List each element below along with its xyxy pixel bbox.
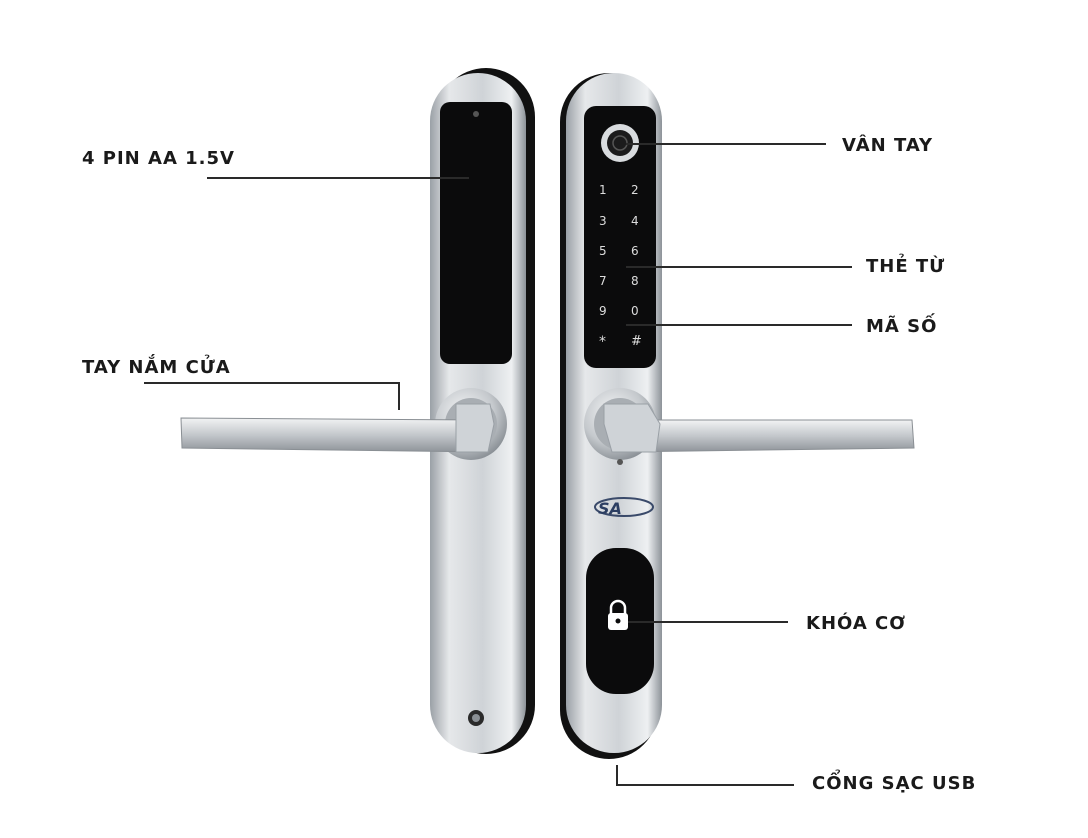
battery-label: 4 PIN AA 1.5V [82,148,235,169]
handle-callout-line-v [398,382,400,410]
key-8: 8 [631,274,639,288]
key-3: 3 [599,214,607,228]
svg-text:SA: SA [598,499,622,518]
key-star: * [599,334,606,350]
passcode-label: MÃ SỐ [866,316,938,337]
battery-callout-line [207,177,469,179]
left-handle [180,388,507,460]
usb-port-label: CỔNG SẠC USB [812,773,977,794]
usb-callout-line-h [616,784,794,786]
key-6: 6 [631,244,639,258]
key-9: 9 [599,304,607,318]
passcode-callout-line [626,324,852,326]
padlock-icon [608,599,628,630]
key-2: 2 [631,183,639,197]
right-handle [584,388,915,465]
handle-label: TAY NẮM CỬA [82,357,231,378]
handle-callout-line-h [144,382,399,384]
key-7: 7 [599,274,607,288]
key-4: 4 [631,214,639,228]
key-hash: # [631,334,642,349]
fingerprint-label: VÂN TAY [842,135,934,156]
key-5: 5 [599,244,607,258]
keypad-panel [584,106,656,368]
mechanical-key-label: KHÓA CƠ [806,613,906,634]
battery-cover [440,102,512,364]
fingerprint-callout-line [626,143,826,145]
key-callout-line [628,621,788,623]
key-1: 1 [599,183,607,197]
key-0: 0 [631,304,639,318]
usb-callout-line-v [616,765,618,785]
card-label: THẺ TỪ [866,256,946,277]
brand-logo: SA [594,497,654,518]
card-callout-line [626,266,852,268]
